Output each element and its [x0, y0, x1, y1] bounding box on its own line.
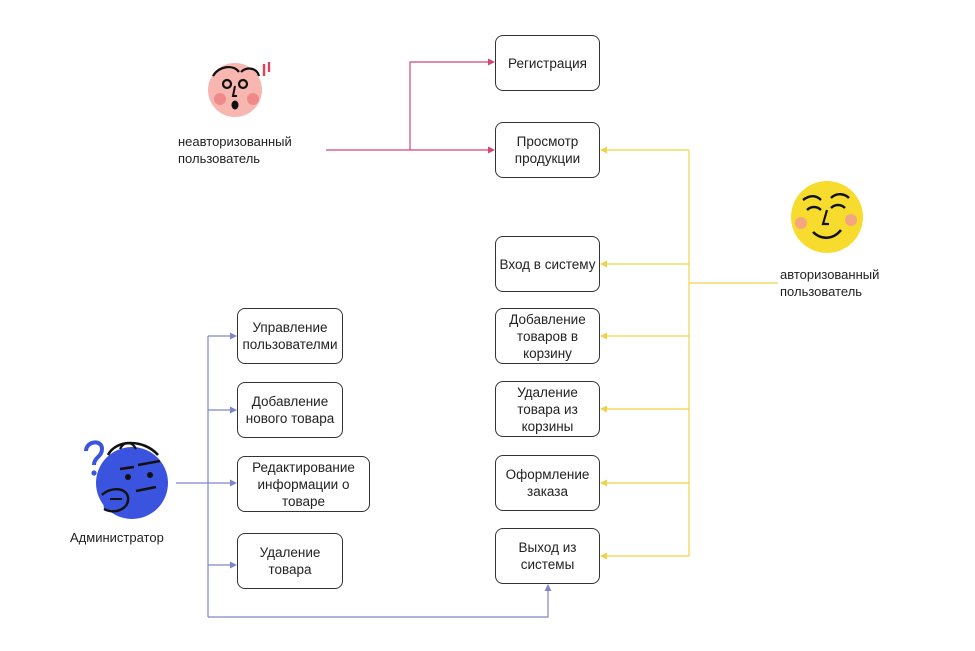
user-arrowheads: [600, 146, 607, 560]
guest-actor-label: неавторизованный пользователь: [178, 134, 292, 166]
admin-arrowheads: [230, 332, 552, 591]
usecase-logout[interactable]: Выход из системы: [495, 528, 600, 584]
usecase-manage-users[interactable]: Управление пользователми: [237, 308, 343, 364]
usecase-remove-from-cart[interactable]: Удаление товара из корзины: [495, 381, 600, 437]
admin-to-logout: [208, 589, 549, 618]
guest-to-registration: [409, 61, 490, 150]
user-connectors: [605, 149, 778, 557]
admin-actor-label: Администратор: [70, 530, 164, 545]
usecase-add-product[interactable]: Добавление нового товара: [237, 382, 343, 438]
usecase-checkout[interactable]: Оформление заказа: [495, 455, 600, 511]
guest-connectors: [326, 61, 490, 151]
usecase-login[interactable]: Вход в систему: [495, 236, 600, 292]
usecase-add-to-cart[interactable]: Добавление товаров в корзину: [495, 308, 600, 364]
guest-arrowheads: [488, 58, 495, 154]
user-actor-label: авторизованный пользователь: [780, 267, 880, 299]
smiling-face-icon: [791, 181, 863, 253]
surprised-face-icon: [208, 62, 271, 117]
admin-connectors: [176, 335, 549, 618]
usecase-edit-product[interactable]: Редактирование информации о товаре: [237, 456, 370, 512]
thinking-face-icon: [84, 440, 168, 519]
usecase-view-products[interactable]: Просмотр продукции: [495, 122, 600, 178]
usecase-delete-product[interactable]: Удаление товара: [237, 533, 343, 589]
usecase-registration[interactable]: Регистрация: [495, 35, 600, 91]
